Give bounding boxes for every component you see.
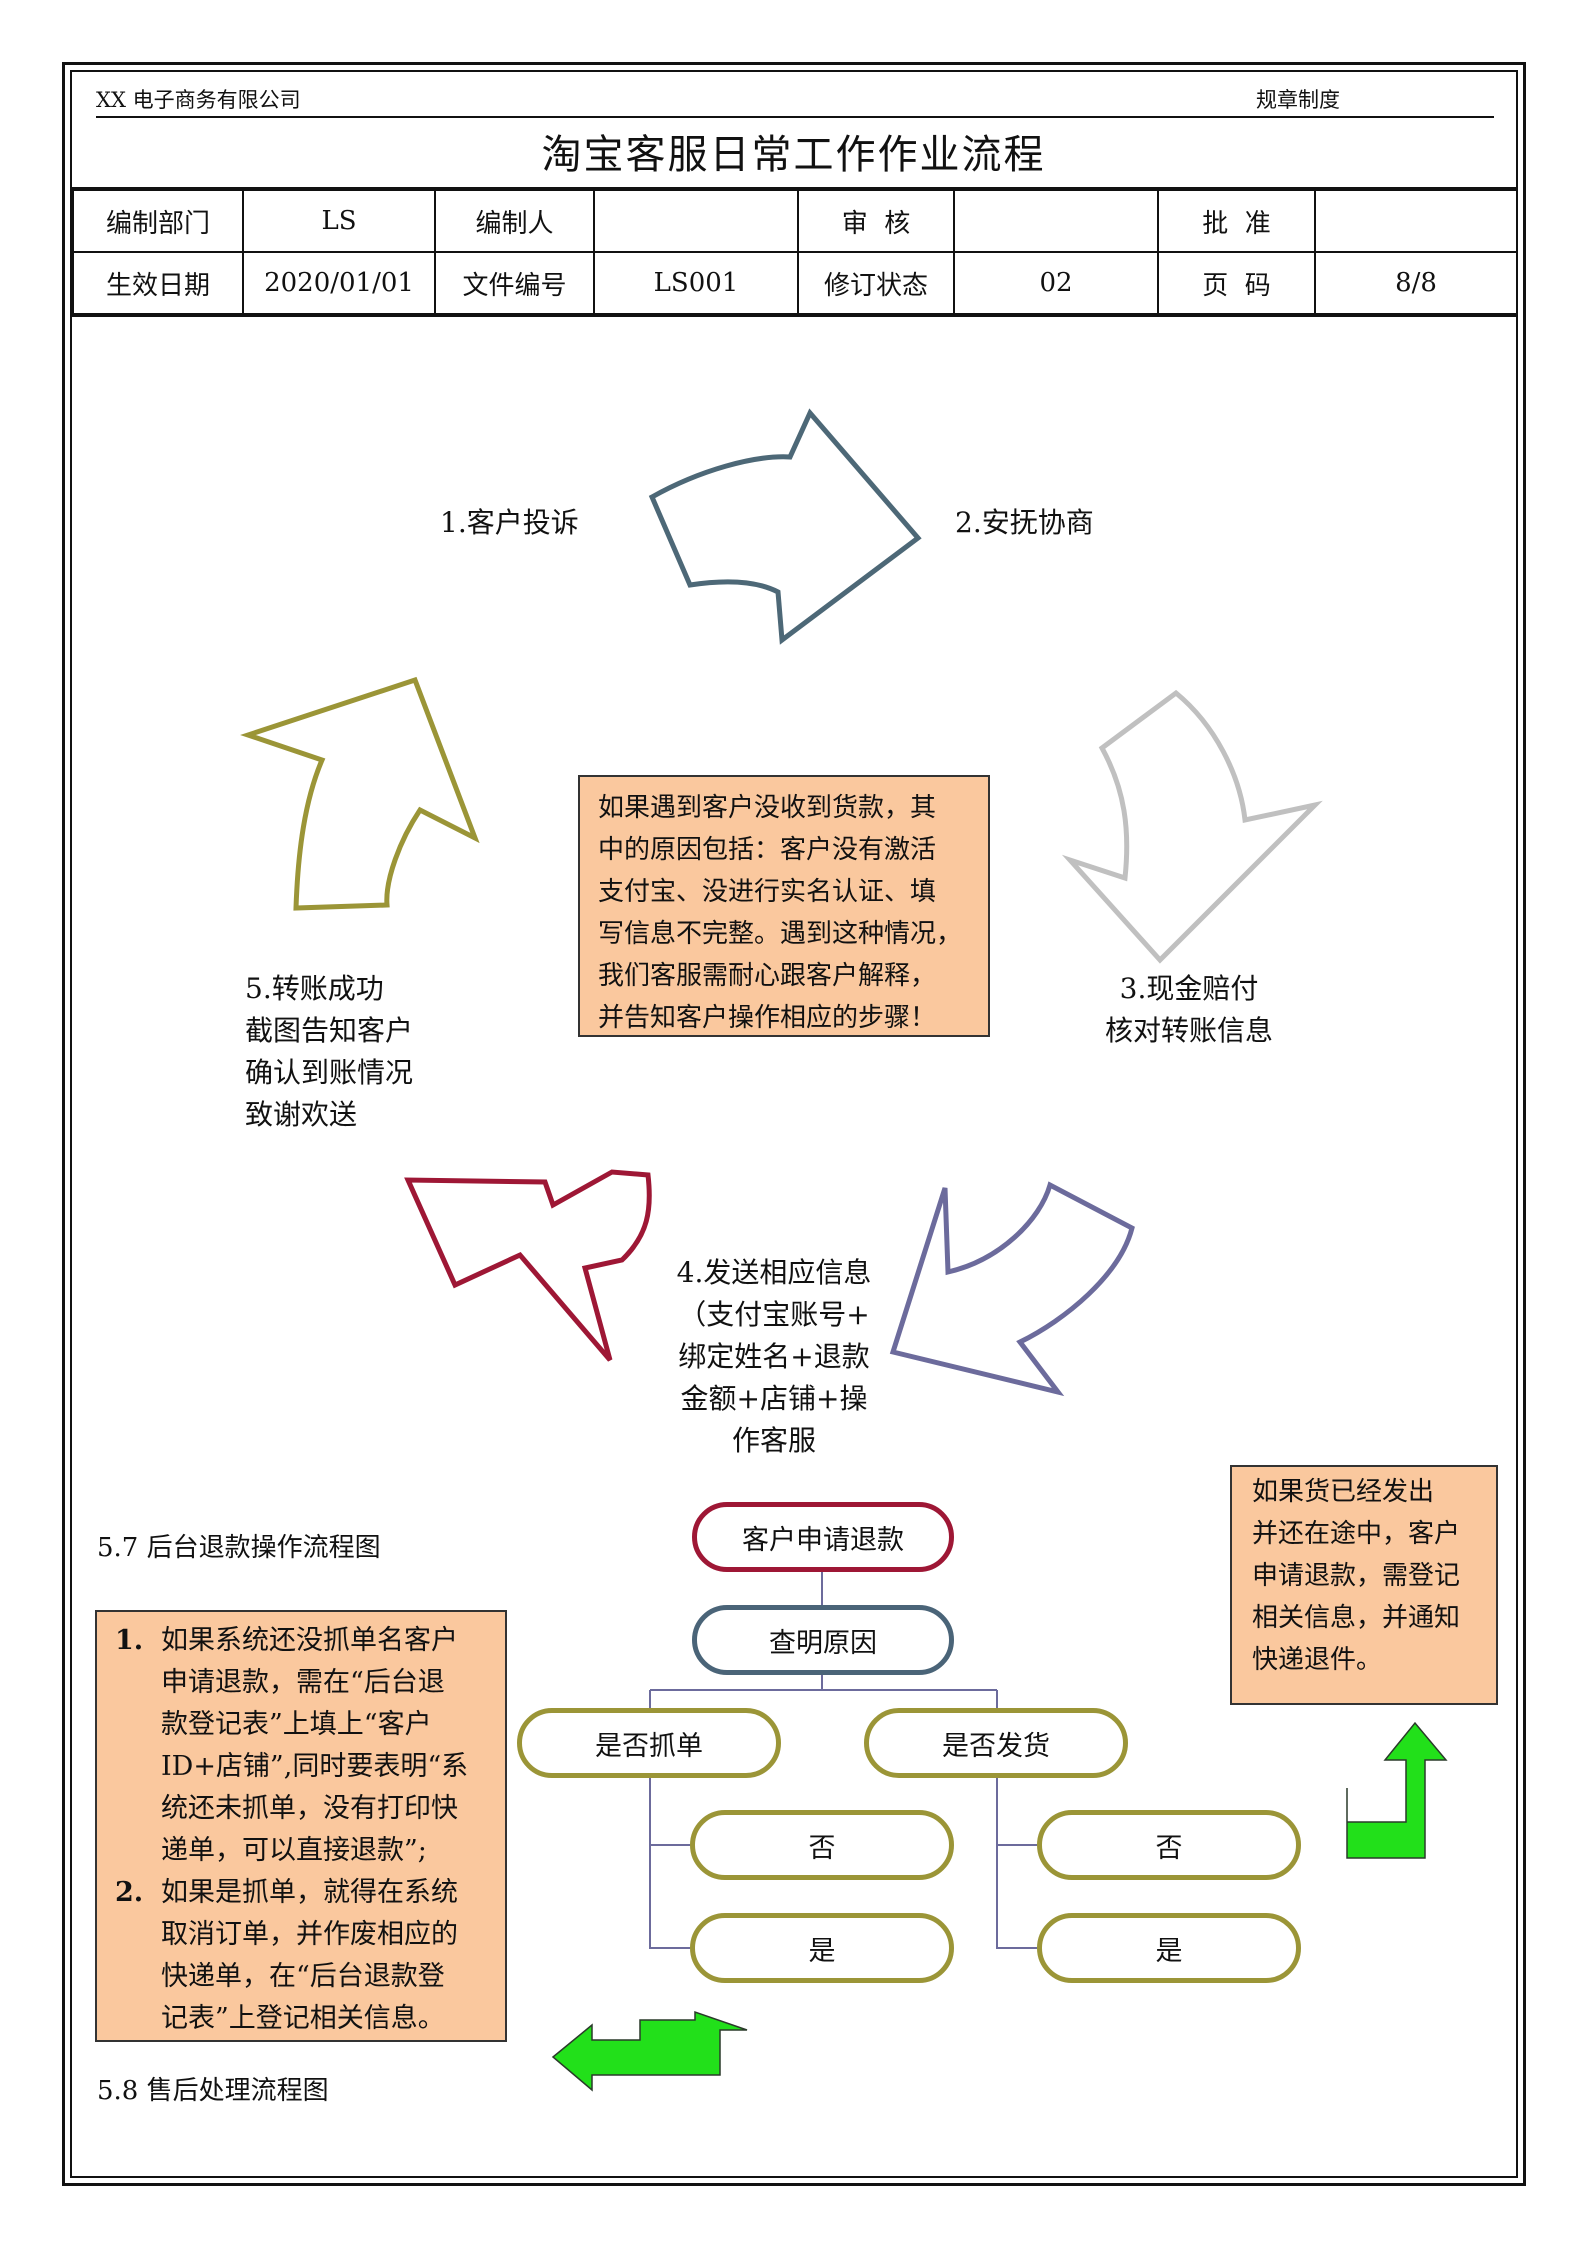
right-note-box: 如果货已经发出 并还在途中，客户 申请退款，需登记 相关信息，并通知 快递退件。 bbox=[1230, 1465, 1498, 1705]
document-title: 淘宝客服日常工作作业流程 bbox=[541, 132, 1046, 178]
company-name: XX 电子商务有限公司 bbox=[96, 88, 301, 112]
note-line: 取消订单，并作废相应的 bbox=[161, 1919, 458, 1950]
green-left-arrow bbox=[551, 2010, 748, 2092]
flow-node-left-yes: 是 bbox=[690, 1913, 954, 1983]
note-line: 快递退件。 bbox=[1252, 1645, 1383, 1675]
cycle-arrow-5-to-1 bbox=[240, 676, 480, 911]
note-line: 并还在途中，客户 bbox=[1252, 1519, 1461, 1549]
note-line: 我们客服需耐心跟客户解释， bbox=[598, 961, 937, 991]
label-line: 绑定姓名+退款 bbox=[678, 1340, 870, 1373]
note-line: 如果货已经发出 bbox=[1252, 1477, 1435, 1507]
meta-cell: LS bbox=[242, 187, 436, 253]
document-meta-table: 编制部门 LS 编制人 审 核 批 准 生效日期 2020/01/01 文件编号… bbox=[72, 187, 1518, 317]
label-line: 核对转账信息 bbox=[1104, 1014, 1273, 1047]
label-line: 5.转账成功 bbox=[245, 972, 384, 1005]
flow-node-right-yes: 是 bbox=[1037, 1913, 1301, 1983]
cycle-step-3-label: 3.现金赔付 核对转账信息 bbox=[1093, 968, 1285, 1052]
note-line: 统还未抓单，没有打印快 bbox=[161, 1793, 458, 1824]
meta-cell: 生效日期 bbox=[72, 251, 244, 317]
note-line: 快递单，在“后台退款登 bbox=[161, 1961, 445, 1992]
left-note-item: 1. 如果系统还没抓单名客户 申请退款，需在“后台退 款登记表”上填上“客户 I… bbox=[97, 1620, 495, 1872]
meta-cell: 修订状态 bbox=[797, 251, 955, 317]
label-line: 确认到账情况 bbox=[245, 1056, 414, 1089]
meta-cell: 页 码 bbox=[1157, 251, 1316, 317]
flow-node-order-captured: 是否抓单 bbox=[517, 1708, 781, 1778]
meta-cell: 8/8 bbox=[1314, 251, 1518, 317]
page-border-outer bbox=[62, 62, 1526, 2186]
list-number: 2. bbox=[115, 1877, 144, 1908]
flow-node-right-no: 否 bbox=[1037, 1810, 1301, 1880]
note-line: 相关信息，并通知 bbox=[1252, 1603, 1461, 1633]
meta-cell bbox=[953, 187, 1159, 253]
label-line: （支付宝账号+ bbox=[678, 1298, 870, 1331]
note-line: ID+店铺”,同时要表明“系 bbox=[161, 1751, 469, 1782]
meta-cell: 文件编号 bbox=[434, 251, 595, 317]
category-label: 规章制度 bbox=[1256, 88, 1340, 112]
label-line: 3.现金赔付 bbox=[1119, 972, 1259, 1005]
cycle-arrow-2-to-3 bbox=[1061, 689, 1323, 964]
note-line: 如果遇到客户没收到货款，其 bbox=[598, 793, 937, 823]
label-line: 作客服 bbox=[731, 1424, 816, 1457]
page-border-inner bbox=[70, 70, 1518, 2178]
meta-cell: 02 bbox=[953, 251, 1159, 317]
meta-cell bbox=[593, 187, 799, 253]
note-line: 如果是抓单，就得在系统 bbox=[161, 1877, 458, 1908]
note-line: 中的原因包括：客户没有激活 bbox=[598, 835, 937, 865]
meta-cell: 编制部门 bbox=[72, 187, 244, 253]
meta-cell bbox=[1314, 187, 1518, 253]
meta-cell: 批 准 bbox=[1157, 187, 1316, 253]
left-note-item: 2. 如果是抓单，就得在系统 取消订单，并作废相应的 快递单，在“后台退款登 记… bbox=[97, 1872, 495, 2040]
meta-cell: 2020/01/01 bbox=[242, 251, 436, 317]
note-line: 申请退款，需登记 bbox=[1252, 1561, 1461, 1591]
flow-node-customer-refund: 客户申请退款 bbox=[692, 1502, 954, 1572]
cycle-arrow-1-to-2 bbox=[648, 408, 922, 645]
left-note-list: 1. 如果系统还没抓单名客户 申请退款，需在“后台退 款登记表”上填上“客户 I… bbox=[97, 1620, 495, 2040]
flow-node-shipped: 是否发货 bbox=[864, 1708, 1128, 1778]
note-line: 款登记表”上填上“客户 bbox=[161, 1709, 432, 1740]
note-line: 申请退款，需在“后台退 bbox=[161, 1667, 445, 1698]
meta-cell: LS001 bbox=[593, 251, 799, 317]
center-note-box: 如果遇到客户没收到货款，其 中的原因包括：客户没有激活 支付宝、没进行实名认证、… bbox=[578, 775, 990, 1037]
meta-row-2: 生效日期 2020/01/01 文件编号 LS001 修订状态 02 页 码 8… bbox=[72, 251, 1518, 317]
label-line: 金额+店铺+操 bbox=[680, 1382, 868, 1415]
note-line: 递单，可以直接退款”; bbox=[161, 1835, 427, 1866]
header-rule bbox=[96, 116, 1494, 118]
meta-row-1: 编制部门 LS 编制人 审 核 批 准 bbox=[72, 187, 1518, 253]
cycle-step-4-label: 4.发送相应信息 （支付宝账号+ 绑定姓名+退款 金额+店铺+操 作客服 bbox=[660, 1252, 888, 1462]
note-line: 并告知客户操作相应的步骤！ bbox=[598, 1003, 937, 1033]
note-line: 写信息不完整。遇到这种情况， bbox=[598, 919, 963, 949]
flow-node-check-reason: 查明原因 bbox=[692, 1605, 954, 1675]
meta-cell: 审 核 bbox=[797, 187, 955, 253]
cycle-arrow-3-to-4 bbox=[889, 1181, 1135, 1397]
note-line: 支付宝、没进行实名认证、填 bbox=[598, 877, 937, 907]
flow-node-left-no: 否 bbox=[690, 1810, 954, 1880]
flowchart-connectors bbox=[649, 1572, 1037, 1949]
cycle-step-2-label: 2.安抚协商 bbox=[955, 506, 1094, 539]
green-up-arrow bbox=[1346, 1721, 1448, 1859]
label-line: 4.发送相应信息 bbox=[676, 1256, 872, 1289]
note-line: 如果系统还没抓单名客户 bbox=[161, 1625, 458, 1656]
note-line: 记表”上登记相关信息。 bbox=[161, 2003, 445, 2034]
label-line: 致谢欢送 bbox=[245, 1098, 358, 1131]
list-number: 1. bbox=[115, 1625, 144, 1656]
left-note-box: 1. 如果系统还没抓单名客户 申请退款，需在“后台退 款登记表”上填上“客户 I… bbox=[95, 1610, 507, 2042]
cycle-step-1-label: 1.客户投诉 bbox=[440, 506, 579, 539]
cycle-step-5-label: 5.转账成功 截图告知客户 确认到账情况 致谢欢送 bbox=[245, 968, 413, 1136]
section-5-8-title: 5.8 售后处理流程图 bbox=[97, 2076, 329, 2106]
section-5-7-title: 5.7 后台退款操作流程图 bbox=[97, 1533, 381, 1563]
cycle-arrow-4-to-5 bbox=[404, 1169, 652, 1362]
label-line: 截图告知客户 bbox=[245, 1014, 414, 1047]
meta-cell: 编制人 bbox=[434, 187, 595, 253]
